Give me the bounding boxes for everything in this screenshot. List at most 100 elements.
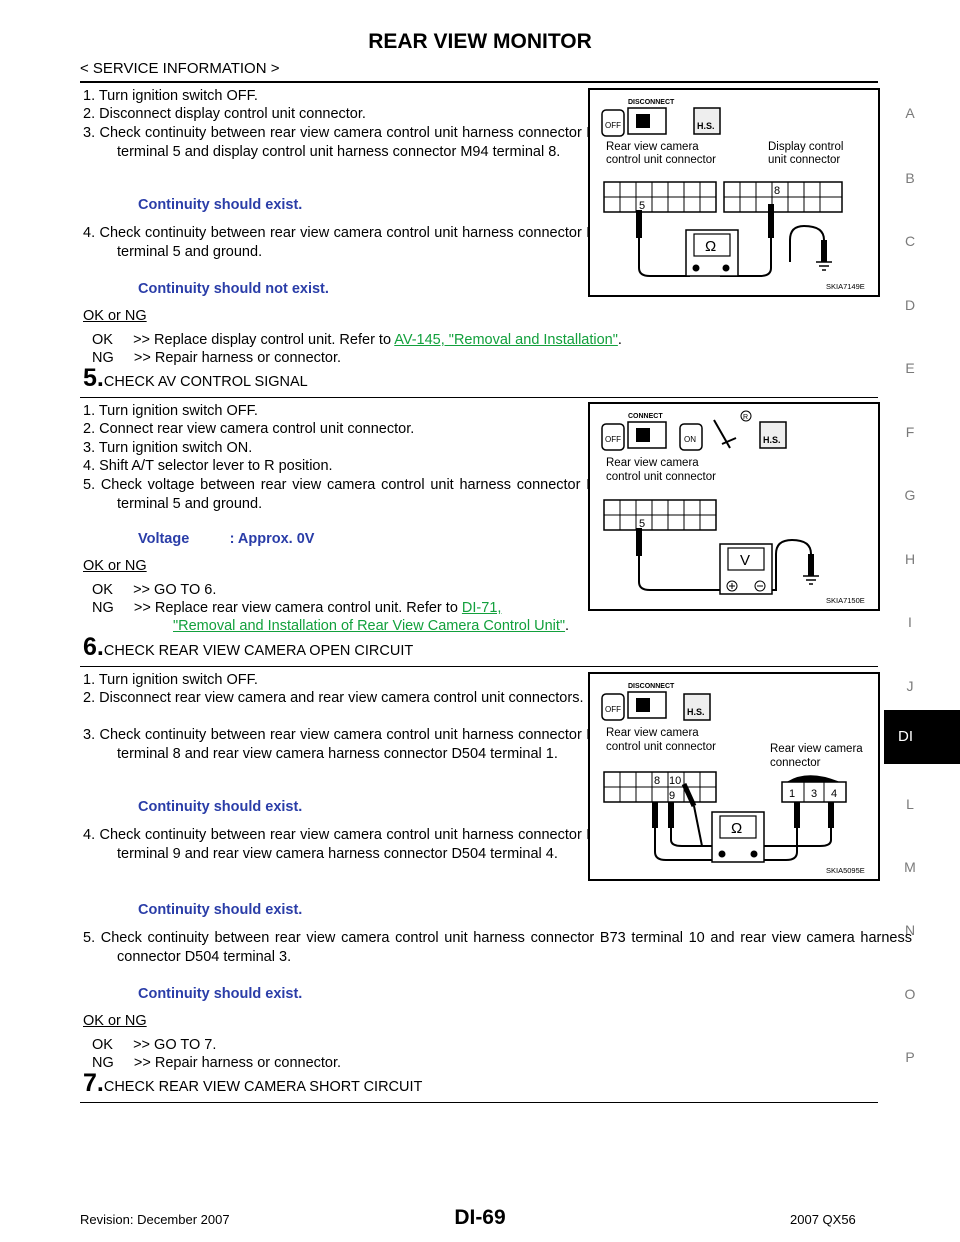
s4-spec-1: Continuity should exist. — [138, 197, 303, 213]
svg-text:8: 8 — [774, 185, 780, 197]
figure-skia5095e: OFF DISCONNECT H.S. Rear view camera con… — [588, 672, 880, 881]
svg-text:4: 4 — [831, 788, 837, 800]
model-year: 2007 QX56 — [790, 1212, 856, 1227]
figure-skia7149e: OFF DISCONNECT H.S. Rear view camera con… — [588, 88, 880, 297]
svg-text:3: 3 — [811, 788, 817, 800]
s4-item-4: 4. Check continuity between rear view ca… — [83, 225, 612, 260]
svg-text:OFF: OFF — [605, 705, 621, 714]
s6-ok-line: OK >> GO TO 7. — [92, 1037, 217, 1053]
svg-text:CONNECT: CONNECT — [628, 413, 663, 420]
s6-item-1: 1. Turn ignition switch OFF. — [83, 672, 258, 688]
s4-item-3: 3. Check continuity between rear view ca… — [83, 125, 612, 160]
sidebar-letter-f[interactable]: F — [905, 424, 915, 440]
s5-ng-link-1[interactable]: DI-71, — [461, 600, 502, 616]
svg-text:ON: ON — [684, 435, 696, 444]
sidebar-letter-i[interactable]: I — [908, 614, 912, 630]
page-number: DI-69 — [454, 1206, 506, 1229]
svg-text:DISCONNECT: DISCONNECT — [628, 683, 675, 690]
s6-spec-3: Continuity should exist. — [138, 986, 303, 1002]
s5-ok-line: OK >> GO TO 6. — [92, 582, 217, 598]
sidebar-letter-o[interactable]: O — [904, 986, 916, 1002]
s4-item-1: 1. Turn ignition switch OFF. — [83, 88, 258, 104]
svg-text:Display control: Display control — [768, 141, 843, 153]
s5-item-5: 5. Check voltage between rear view camer… — [83, 477, 612, 512]
off-icon-text: OFF — [605, 121, 621, 130]
svg-text:V: V — [740, 552, 750, 569]
s6-item-2: 2. Disconnect rear view camera and rear … — [83, 690, 584, 706]
svg-text:DISCONNECT: DISCONNECT — [628, 99, 675, 106]
svg-text:unit connector: unit connector — [768, 154, 840, 166]
sidebar-letter-j[interactable]: J — [906, 678, 914, 694]
figure-skia7150e: OFF CONNECT ON R H.S. Rear view camera c… — [588, 402, 880, 611]
s4-ok-line: OK >> Replace display control unit. Refe… — [92, 332, 622, 348]
s6-item-3: 3. Check continuity between rear view ca… — [83, 727, 612, 762]
s5-ng-line: NG >> Replace rear view camera control u… — [92, 600, 502, 616]
page-title: REAR VIEW MONITOR — [368, 30, 592, 53]
s5-item-3: 3. Turn ignition switch ON. — [83, 440, 253, 456]
header-rule — [80, 81, 878, 83]
voltage-diagram: OFF CONNECT ON R H.S. Rear view camera c… — [601, 410, 865, 605]
s6-item-4: 4. Check continuity between rear view ca… — [83, 827, 612, 862]
svg-text:Rear view camera: Rear view camera — [606, 727, 699, 739]
svg-text:SKIA7150E: SKIA7150E — [826, 596, 865, 605]
svg-text:H.S.: H.S. — [763, 435, 781, 445]
section-tab-di[interactable]: DI — [884, 710, 960, 764]
s6-spec-1: Continuity should exist. — [138, 799, 303, 815]
step-6-rule — [80, 666, 878, 667]
revision-date: Revision: December 2007 — [80, 1212, 230, 1227]
sidebar-letter-m[interactable]: M — [904, 859, 916, 875]
svg-text:control unit connector: control unit connector — [606, 741, 716, 753]
svg-text:R: R — [743, 414, 748, 421]
svg-text:SKIA5095E: SKIA5095E — [826, 866, 865, 875]
svg-text:9: 9 — [669, 790, 675, 802]
s4-ok-link[interactable]: AV-145, "Removal and Installation" — [394, 332, 618, 348]
svg-text:SKIA7149E: SKIA7149E — [826, 282, 865, 291]
sidebar-letter-d[interactable]: D — [904, 297, 916, 313]
svg-text:5: 5 — [639, 200, 645, 212]
s5-ng-link-2[interactable]: "Removal and Installation of Rear View C… — [173, 618, 566, 634]
s5-item-1: 1. Turn ignition switch OFF. — [83, 403, 258, 419]
s4-spec-2: Continuity should not exist. — [138, 281, 329, 297]
sidebar-letter-h[interactable]: H — [904, 551, 916, 567]
sidebar-letter-e[interactable]: E — [905, 360, 915, 376]
sidebar-letter-p[interactable]: P — [905, 1049, 915, 1065]
step-7-rule — [80, 1102, 878, 1103]
svg-text:5: 5 — [639, 518, 645, 530]
step-6-heading: 6.CHECK REAR VIEW CAMERA OPEN CIRCUIT — [83, 633, 414, 661]
page-subtitle: < SERVICE INFORMATION > — [80, 60, 280, 77]
open-circuit-diagram: OFF DISCONNECT H.S. Rear view camera con… — [601, 683, 865, 875]
svg-text:Rear view camera: Rear view camera — [770, 743, 863, 755]
sidebar-letter-l[interactable]: L — [906, 796, 914, 812]
svg-text:control unit connector: control unit connector — [606, 471, 716, 483]
step-5-rule — [80, 397, 878, 398]
sidebar-letter-c[interactable]: C — [904, 233, 916, 249]
s5-ok-or-ng: OK or NG — [83, 558, 147, 574]
s6-item-5: 5. Check continuity between rear view ca… — [83, 930, 912, 965]
svg-text:10: 10 — [669, 775, 681, 787]
sidebar-letter-b[interactable]: B — [905, 170, 915, 186]
svg-text:Ω: Ω — [731, 820, 742, 837]
svg-text:Ω: Ω — [705, 238, 716, 255]
svg-text:H.S.: H.S. — [687, 707, 705, 717]
continuity-diagram-1: OFF DISCONNECT H.S. Rear view camera con… — [601, 99, 865, 291]
s5-spec: Voltage : Approx. 0V — [138, 531, 315, 547]
s5-ng-line-2: "Removal and Installation of Rear View C… — [173, 618, 570, 634]
svg-text:Rear view camera: Rear view camera — [606, 141, 699, 153]
step-7-heading: 7.CHECK REAR VIEW CAMERA SHORT CIRCUIT — [83, 1069, 423, 1097]
s4-ok-or-ng: OK or NG — [83, 308, 147, 324]
s5-item-2: 2. Connect rear view camera control unit… — [83, 421, 415, 437]
s5-item-4: 4. Shift A/T selector lever to R positio… — [83, 458, 333, 474]
s6-ok-or-ng: OK or NG — [83, 1013, 147, 1029]
svg-text:control unit connector: control unit connector — [606, 154, 716, 166]
svg-text:8: 8 — [654, 775, 660, 787]
svg-text:OFF: OFF — [605, 435, 621, 444]
svg-text:connector: connector — [770, 757, 821, 769]
sidebar-letter-g[interactable]: G — [904, 487, 916, 503]
s6-ng-line: NG >> Repair harness or connector. — [92, 1055, 342, 1071]
sidebar-letter-n[interactable]: N — [904, 922, 916, 938]
svg-text:Rear view camera: Rear view camera — [606, 457, 699, 469]
svg-text:1: 1 — [789, 788, 795, 800]
sidebar-letter-a[interactable]: A — [905, 105, 915, 121]
svg-text:H.S.: H.S. — [697, 121, 715, 131]
s6-spec-2: Continuity should exist. — [138, 902, 303, 918]
